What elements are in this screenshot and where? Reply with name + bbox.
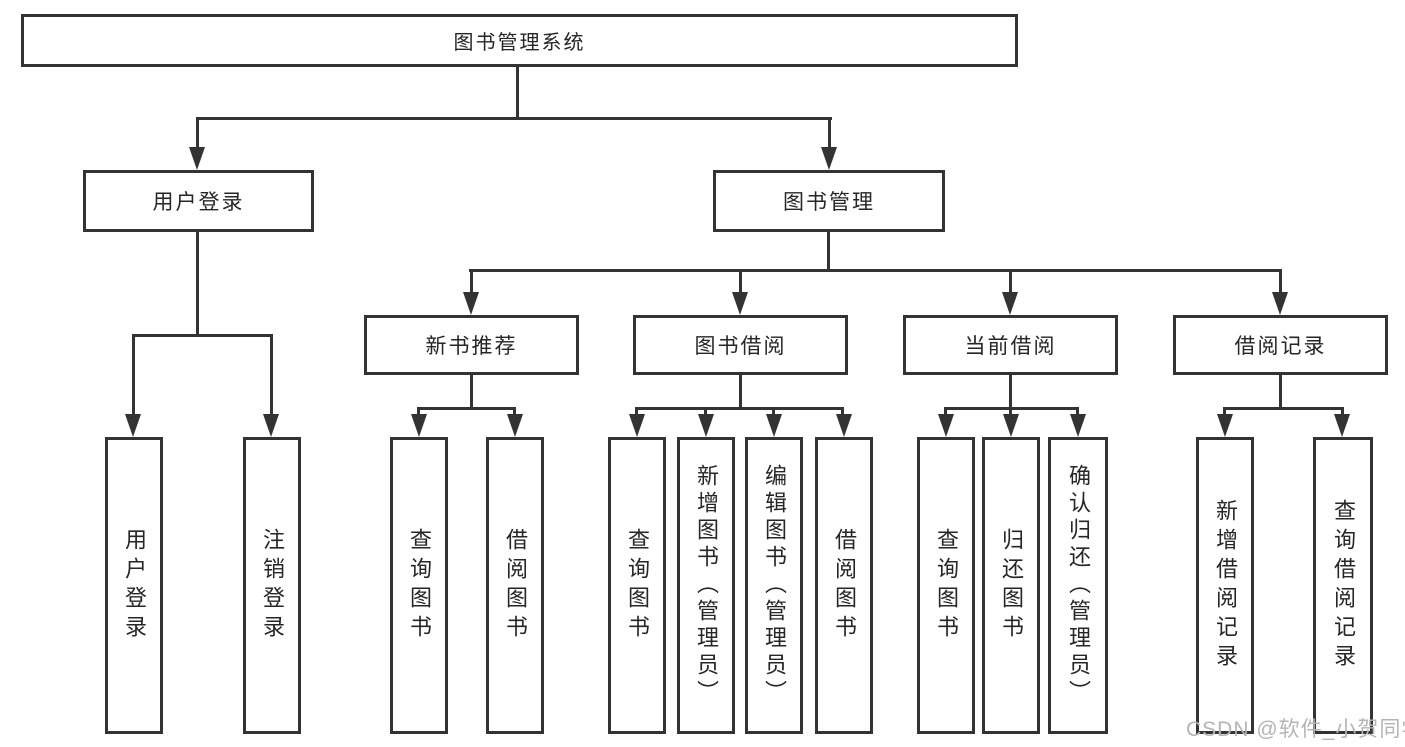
down-arrow-icon	[698, 414, 714, 437]
down-arrow-icon	[125, 414, 141, 437]
connector-stem	[828, 117, 831, 150]
connector-stem	[196, 232, 199, 337]
connector-stem	[635, 407, 638, 417]
leaf-query-book-current: 查询图书	[917, 437, 975, 734]
node-book-borrow: 图书借阅	[633, 315, 848, 375]
leaf-edit-book-admin: 编辑图书（管理员）	[745, 437, 803, 734]
connector-stem	[772, 407, 775, 417]
node-book-management: 图书管理	[713, 170, 945, 232]
connector-stem	[470, 269, 473, 295]
down-arrow-icon	[821, 147, 837, 170]
connector-stem	[739, 269, 742, 295]
connector-login-branch	[132, 334, 273, 337]
leaf-return-book: 归还图书	[982, 437, 1040, 734]
connector-stem	[417, 407, 420, 417]
connector-level2-branch	[469, 269, 1282, 272]
connector-records-branch	[1223, 407, 1343, 410]
node-user-login: 用户登录	[83, 170, 314, 232]
down-arrow-icon	[463, 292, 479, 315]
leaf-user-login: 用户登录	[105, 437, 163, 734]
connector-stem	[827, 232, 830, 272]
csdn-watermark: CSDN @软件_小贺同学	[1186, 718, 1405, 741]
node-root-library-system: 图书管理系统	[21, 14, 1018, 67]
down-arrow-icon	[1003, 414, 1019, 437]
leaf-logout: 注销登录	[243, 437, 301, 734]
connector-stem	[739, 375, 742, 410]
down-arrow-icon	[507, 414, 523, 437]
connector-level1-branch	[196, 117, 832, 120]
connector-stem	[1076, 407, 1079, 417]
down-arrow-icon	[263, 414, 279, 437]
connector-stem	[1341, 407, 1344, 417]
connector-stem	[196, 117, 199, 150]
down-arrow-icon	[938, 414, 954, 437]
connector-stem	[1223, 407, 1226, 417]
leaf-borrow-book-recommend: 借阅图书	[486, 437, 544, 734]
down-arrow-icon	[766, 414, 782, 437]
connector-stem	[944, 407, 947, 417]
connector-recommend-branch	[417, 407, 516, 410]
down-arrow-icon	[1334, 414, 1350, 437]
connector-stem	[1279, 375, 1282, 410]
connector-stem	[513, 407, 516, 417]
node-current-borrow: 当前借阅	[903, 315, 1118, 375]
down-arrow-icon	[1217, 414, 1233, 437]
node-borrow-records: 借阅记录	[1173, 315, 1388, 375]
down-arrow-icon	[411, 414, 427, 437]
down-arrow-icon	[1002, 292, 1018, 315]
leaf-add-book-admin: 新增图书（管理员）	[677, 437, 735, 734]
connector-stem	[1009, 269, 1012, 295]
down-arrow-icon	[189, 147, 205, 170]
leaf-query-book-borrow: 查询图书	[608, 437, 666, 734]
leaf-borrow-book: 借阅图书	[815, 437, 873, 734]
connector-borrow-branch	[635, 407, 844, 410]
leaf-query-book-recommend: 查询图书	[390, 437, 448, 734]
down-arrow-icon	[1272, 292, 1288, 315]
connector-stem	[132, 334, 135, 416]
connector-stem	[1009, 375, 1012, 410]
connector-root-trunk	[516, 67, 519, 120]
connector-stem	[1279, 269, 1282, 295]
leaf-confirm-return-admin: 确认归还（管理员）	[1048, 437, 1108, 734]
down-arrow-icon	[629, 414, 645, 437]
leaf-add-borrow-record: 新增借阅记录	[1196, 437, 1254, 734]
connector-stem	[704, 407, 707, 417]
down-arrow-icon	[732, 292, 748, 315]
down-arrow-icon	[836, 414, 852, 437]
leaf-query-borrow-record: 查询借阅记录	[1313, 437, 1373, 734]
connector-stem	[841, 407, 844, 417]
node-new-book-recommend: 新书推荐	[364, 315, 579, 375]
connector-stem	[270, 334, 273, 416]
down-arrow-icon	[1070, 414, 1086, 437]
connector-stem	[1009, 407, 1012, 417]
connector-stem	[470, 375, 473, 410]
